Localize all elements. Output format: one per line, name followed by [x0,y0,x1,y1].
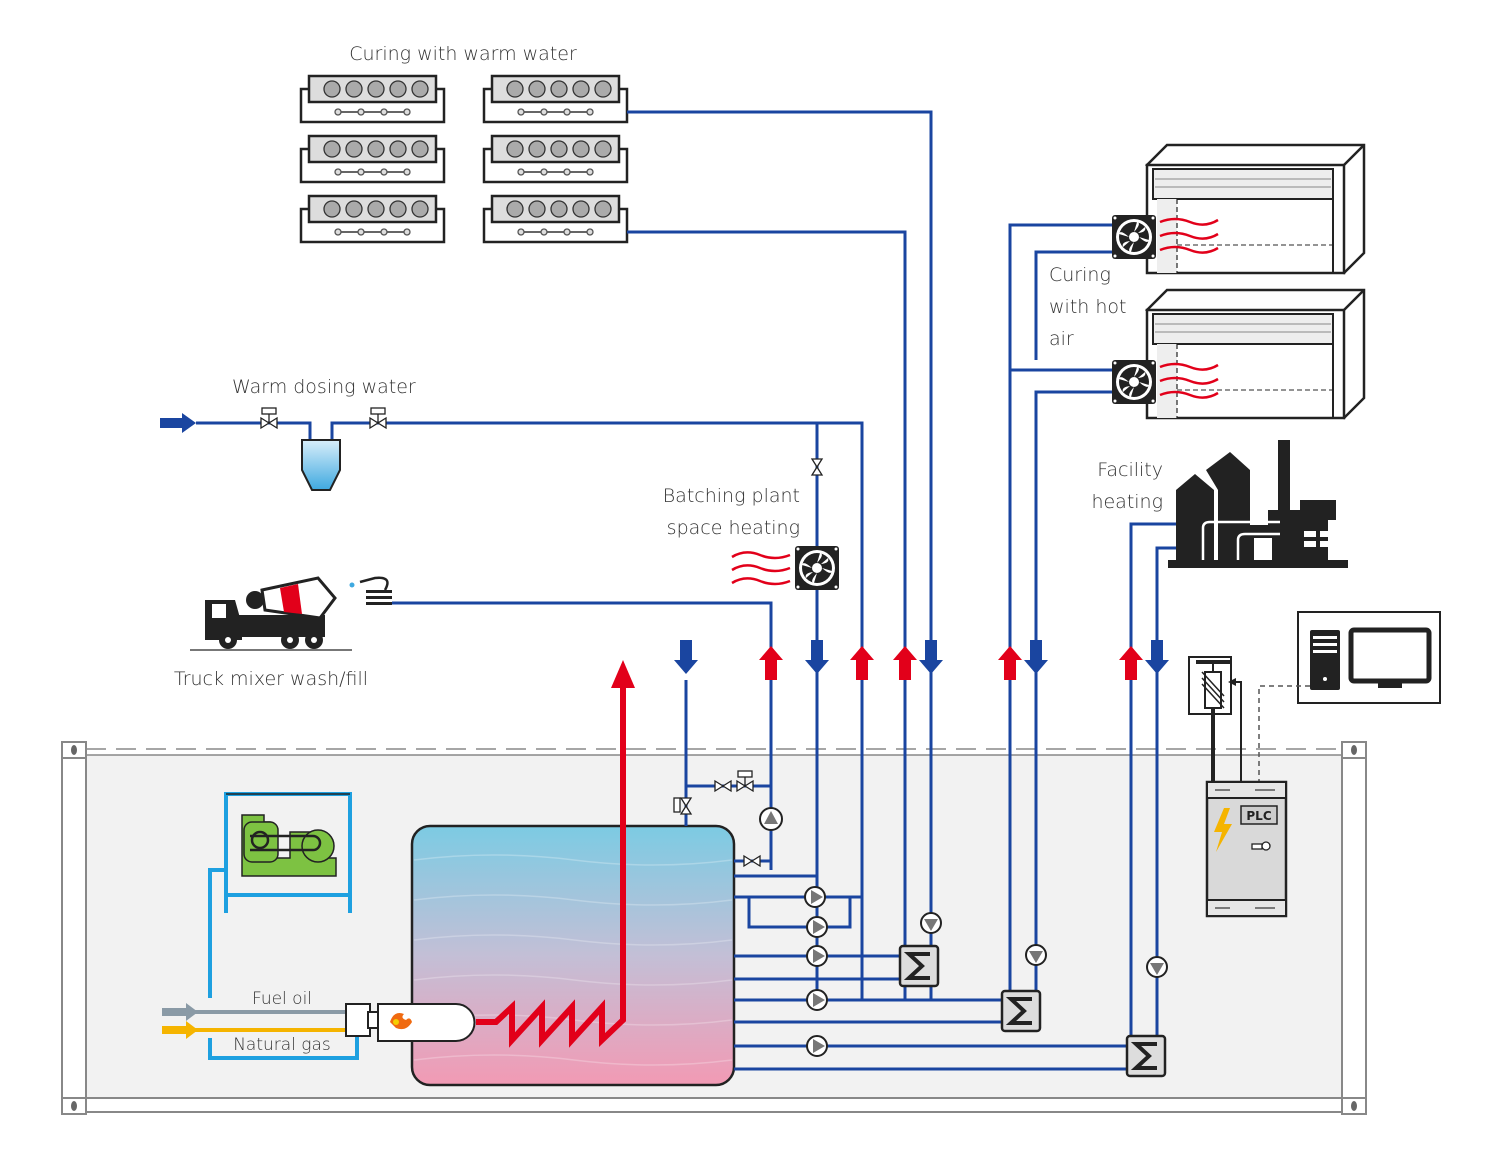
heat-exchanger-icon [1000,989,1042,1033]
label-natural-gas: Natural gas [233,1035,331,1055]
flow-arrows [674,640,1169,680]
fuel-supply [162,868,359,1060]
pump-icon [759,807,783,831]
pump-icon [804,886,826,908]
pump-icon [806,916,828,938]
fan-icon [1112,360,1156,404]
label-curing-warm-water: Curing with warm water [349,43,577,65]
heat-flow-arrows [731,551,791,586]
pump-icon [1146,956,1168,978]
hot-flow-arrow [611,660,635,688]
pump-icon [920,912,942,934]
label-batching-plant: Batching plant [663,485,800,507]
control-valve-actuator [1188,656,1242,782]
plc-label: PLC [1246,809,1271,823]
computer-icon [1297,611,1441,704]
heating-coil [476,685,626,1048]
pump-icon [806,945,828,967]
fan-icon [795,546,839,590]
hot-air-pipes [1008,223,1112,1000]
burner-icon [345,1003,476,1042]
lightning-icon [1214,808,1232,852]
truck-mixer-icon [190,576,352,651]
warm-water-curing-pipes [627,110,933,1000]
heat-exchanger-icon [1125,1034,1167,1078]
hose-icon [349,576,392,605]
plc-cabinet: PLC [1205,780,1288,918]
heat-flow-arrows [1159,217,1219,399]
fan-icon [1112,215,1156,259]
label-facility-heating: heating [1091,491,1163,513]
label-space-heating: space heating [667,517,800,539]
label-curing-hot-air-2: with hot [1049,296,1126,318]
facility-heating-pipes [1129,522,1176,1045]
label-curing-hot-air-3: air [1049,328,1074,350]
label-facility: Facility [1097,459,1163,481]
label-curing-hot-air: Curing [1049,264,1111,286]
pump-icon [1025,944,1047,966]
pump-icon [806,989,828,1011]
pump-icon [806,1035,828,1057]
label-fuel-oil: Fuel oil [252,989,312,1009]
warm-water-curing-chambers [299,74,629,244]
label-truck-mixer: Truck mixer wash/fill [174,668,368,690]
label-warm-dosing-water: Warm dosing water [232,376,416,398]
heat-exchanger-icon [898,944,940,988]
truck-water-pipe [392,601,773,870]
factory-icon [1168,440,1348,568]
fuel-pump-station [224,792,352,913]
